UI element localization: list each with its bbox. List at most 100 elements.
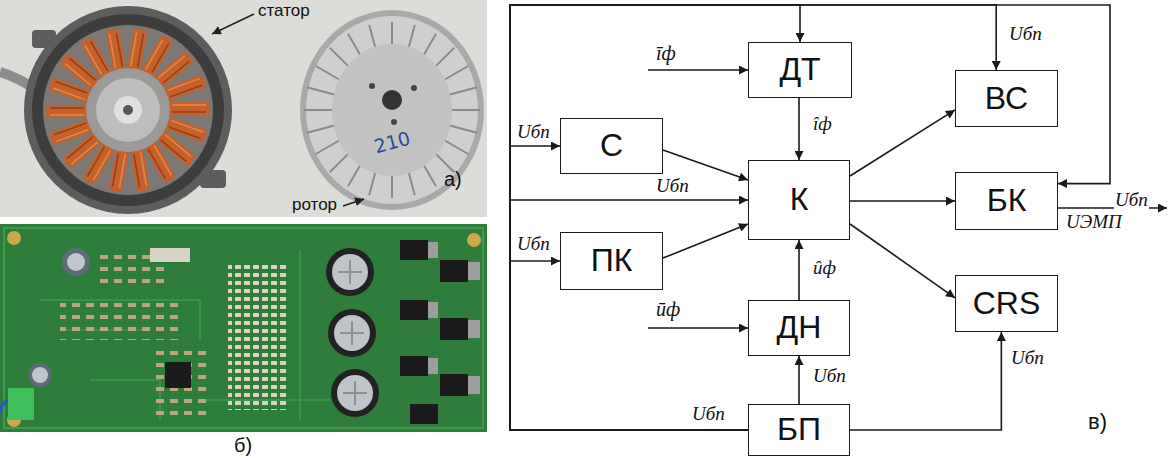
signal-label: Uбп xyxy=(655,176,690,197)
signal-connector xyxy=(850,200,955,202)
signal-connector xyxy=(510,146,748,430)
block-label: БП xyxy=(777,412,821,447)
signal-output-arrow xyxy=(1058,207,1167,209)
figure-label: UЭМП xyxy=(1066,212,1122,233)
signal-connector xyxy=(663,224,748,258)
photo-detail xyxy=(411,85,417,91)
signal-connector xyxy=(850,332,1001,430)
signal-label: Uбп xyxy=(1010,348,1045,369)
figure-label: Uбп xyxy=(692,404,725,425)
photo-detail xyxy=(96,78,160,142)
signal-input-arrow xyxy=(648,69,748,71)
rotor-magnets xyxy=(304,22,480,198)
photo-detail xyxy=(0,224,487,432)
block-box: ПК xyxy=(560,232,663,290)
stator-coils xyxy=(46,28,210,192)
transistors xyxy=(400,240,480,424)
photo-detail xyxy=(452,110,480,111)
photo-detail xyxy=(163,74,207,101)
photo-detail xyxy=(24,6,232,214)
photo-detail xyxy=(228,262,286,410)
block-label: ДТ xyxy=(779,52,820,87)
photo-detail xyxy=(127,28,147,72)
figure-label: статор xyxy=(258,2,310,21)
pcb-photo xyxy=(0,224,487,432)
photo-detail xyxy=(450,126,477,133)
photo-detail xyxy=(0,0,487,217)
photo-detail xyxy=(440,318,468,340)
block-box: ДТ xyxy=(748,42,852,98)
signal-label: ûф xyxy=(812,258,837,279)
photo-detail xyxy=(114,96,142,124)
photo-detail xyxy=(0,400,8,414)
photo-detail xyxy=(150,248,190,262)
photo-detail xyxy=(434,48,454,68)
photo-detail xyxy=(468,320,480,338)
signal-label: Uбп xyxy=(516,234,551,255)
photo-detail xyxy=(331,369,379,417)
signal-connector xyxy=(510,5,1110,430)
photo-detail xyxy=(304,110,332,111)
block-box: К xyxy=(748,160,850,240)
photo-detail xyxy=(67,253,85,271)
photo-detail xyxy=(332,254,368,290)
photo-detail xyxy=(307,87,334,94)
photo-detail xyxy=(8,388,34,420)
photo-detail xyxy=(440,260,468,282)
figure-label: в) xyxy=(1088,410,1107,434)
figure-label: а) xyxy=(444,168,462,190)
signal-label: Uбп xyxy=(516,122,551,143)
block-label: CRS xyxy=(973,286,1041,321)
photo-detail xyxy=(326,248,374,296)
photo-detail xyxy=(106,28,126,72)
leader-line xyxy=(212,14,254,34)
photo-detail xyxy=(468,262,480,280)
photo-detail xyxy=(468,376,480,394)
photo-detail xyxy=(4,228,483,428)
photo-detail xyxy=(86,68,170,152)
photo-detail xyxy=(168,102,210,115)
signal-label: Uбп xyxy=(1114,190,1149,211)
photo-detail xyxy=(328,309,376,357)
photo-detail xyxy=(330,48,350,68)
signal-connector xyxy=(850,224,955,298)
photo-detail xyxy=(49,119,93,146)
motor-photo xyxy=(0,0,487,217)
photo-detail xyxy=(307,126,334,133)
photo-detail xyxy=(343,381,367,405)
photo-detail xyxy=(60,300,180,340)
signal-connector xyxy=(798,98,800,160)
block-box: БК xyxy=(955,172,1058,230)
connector-group xyxy=(510,5,1110,430)
figure-label: ūф xyxy=(656,298,680,320)
photo-detail xyxy=(428,242,438,258)
photo-detail xyxy=(316,66,340,80)
photo-detail xyxy=(46,105,88,118)
signal-input-arrow xyxy=(648,327,748,329)
block-label: К xyxy=(790,182,809,217)
block-label: БК xyxy=(987,183,1027,218)
photo-detail xyxy=(43,25,213,195)
signal-connector xyxy=(798,356,800,404)
photo-detail xyxy=(428,358,438,374)
photo-detail xyxy=(369,83,375,89)
photo-detail xyxy=(144,141,176,184)
photo-detail xyxy=(382,90,402,110)
signal-label: Uбп xyxy=(1008,24,1043,45)
photo-detail xyxy=(410,404,438,424)
photo-detail xyxy=(300,10,484,210)
photo-detail xyxy=(40,250,330,420)
photo-detail xyxy=(130,148,150,192)
photo-detail xyxy=(7,231,21,245)
photo-detail xyxy=(330,152,350,172)
block-label: ВС xyxy=(985,81,1028,116)
photo-detail xyxy=(80,36,112,79)
block-box: CRS xyxy=(955,275,1058,332)
photo-detail xyxy=(316,140,340,154)
photo-detail xyxy=(332,44,452,176)
photo-detail xyxy=(62,248,90,276)
photo-detail xyxy=(338,260,362,284)
photo-detail xyxy=(467,233,481,247)
signal-connector xyxy=(798,240,800,300)
photo-detail xyxy=(400,356,428,376)
